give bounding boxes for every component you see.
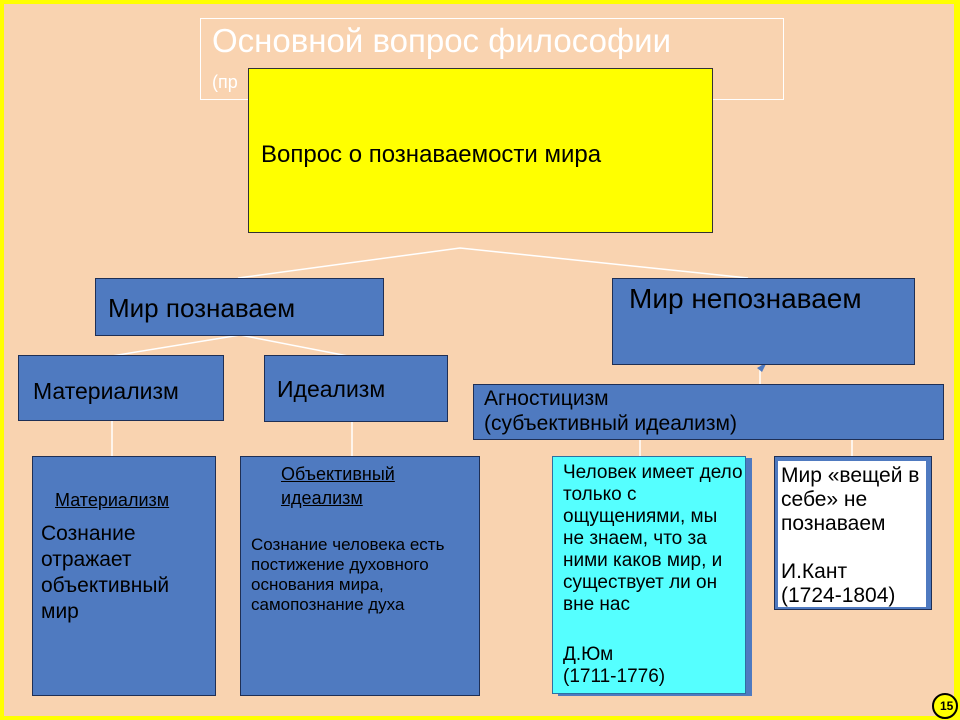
agnosticism-box: Агностицизм (субъективный идеализм) [473, 384, 944, 440]
materialism-label: Материализм [33, 378, 179, 404]
hume-years: (1711-1776) [563, 666, 666, 687]
connector-knowable-branches [111, 334, 349, 357]
hume-name: Д.Юм [563, 644, 614, 665]
kant-text: Мир «вещей в себе» не познаваем [781, 464, 920, 535]
idealism-label: Идеализм [277, 376, 386, 402]
hume-text: Человек имеет дело только с ощущениями, … [563, 462, 743, 615]
unknowable-box: Мир непознаваем [612, 278, 915, 365]
knowable-box: Мир познаваем [95, 278, 384, 336]
connector-question-branches [237, 247, 749, 279]
kant-years: (1724-1804) [781, 584, 896, 607]
kant-name: И.Кант [781, 560, 848, 583]
question-label: Вопрос о познаваемости мира [261, 141, 602, 168]
materialism-detail-box: Материализм Сознание отражает объективны… [32, 456, 216, 696]
knowable-label: Мир познаваем [108, 293, 296, 323]
slide-title: Основной вопрос философии [212, 22, 672, 59]
idealism-box: Идеализм [264, 355, 448, 422]
question-box: Вопрос о познаваемости мира [248, 68, 713, 233]
unknowable-label: Мир непознаваем [629, 283, 862, 314]
slide-subtitle: (пр [212, 72, 238, 92]
agnosticism-label-line1: Агностицизм [484, 387, 609, 410]
objective-idealism-heading: Объективный идеализм [281, 464, 395, 508]
page-number-badge: 15 [932, 693, 958, 719]
agnosticism-label-line2: (субъективный идеализм) [484, 412, 737, 435]
kant-frame: Мир «вещей в себе» не познаваем И.Кант (… [774, 456, 932, 610]
hume-box: Человек имеет дело только с ощущениями, … [552, 456, 746, 694]
materialism-detail-heading: Материализм [55, 490, 170, 510]
objective-idealism-box: Объективный идеализм Сознание человека е… [240, 456, 480, 696]
kant-box: Мир «вещей в себе» не познаваем И.Кант (… [778, 461, 926, 607]
materialism-detail-text: Сознание отражает объективный мир [41, 522, 170, 623]
materialism-box: Материализм [18, 355, 224, 421]
objective-idealism-text: Сознание человека есть постижение духовн… [251, 535, 445, 614]
